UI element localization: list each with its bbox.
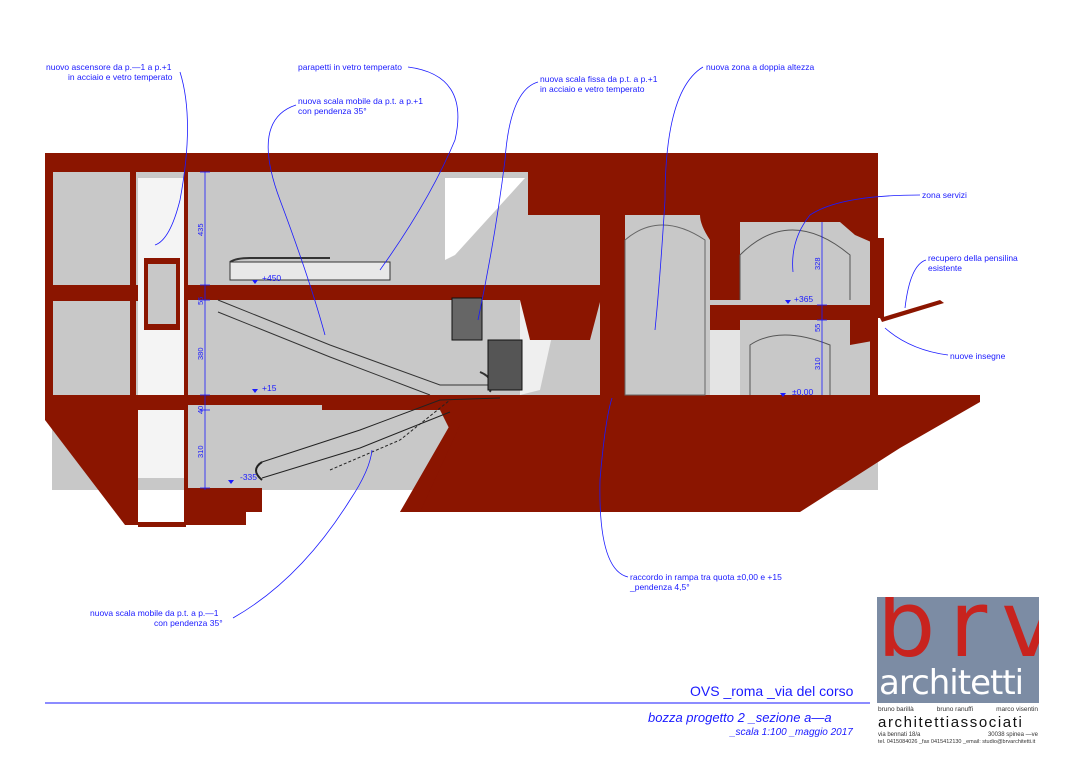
dimension-label: 380 <box>196 347 205 360</box>
void-white <box>710 330 740 395</box>
arch-service <box>739 229 851 300</box>
ground-slab <box>45 395 980 512</box>
level-label: -335 <box>240 472 258 482</box>
dimension-label: 435 <box>196 223 205 236</box>
partner-names: bruno barillà bruno ranuffi marco visent… <box>878 706 1038 713</box>
left-wall <box>45 153 53 401</box>
address-city: 30038 spinea —ve <box>987 732 1038 738</box>
logo-word: architetti <box>879 663 1024 703</box>
shaft-post <box>130 172 136 522</box>
annotation-line: nuovo ascensore da p.—1 a p.+1 <box>46 62 172 72</box>
annotation-line: raccordo in rampa tra quota ±0,00 e +15 <box>630 572 782 582</box>
double-height-frame <box>600 215 625 395</box>
annotation-stair: nuova scala fissa da p.t. a p.+1 in acci… <box>540 74 657 94</box>
stair-fixed <box>451 297 523 391</box>
level-label: +450 <box>262 273 282 283</box>
annotation-escalator-down: nuova scala mobile da p.t. a p.—1 con pe… <box>90 608 223 628</box>
pit <box>138 522 186 527</box>
annotation-line: nuova scala mobile da p.t. a p.+1 <box>298 96 423 106</box>
level-markers <box>228 280 791 484</box>
annotation-parapets: parapetti in vetro temperato <box>298 62 402 72</box>
annotation-double-height: nuova zona a doppia altezza <box>706 62 814 72</box>
studio-name: architettiassociati <box>878 714 1024 731</box>
partner-name: marco visentin <box>996 706 1038 713</box>
annotation-line: recupero della pensilina <box>928 253 1018 263</box>
dimension-label: 55 <box>196 296 205 305</box>
annotation-canopy: recupero della pensilina esistente <box>928 253 1018 273</box>
escalator-down <box>255 397 501 481</box>
dimension-chain <box>200 171 827 490</box>
elevator-cab-inner <box>148 264 176 324</box>
arch-double-height <box>624 224 706 396</box>
canopy <box>880 300 944 322</box>
annotation-line: zona servizi <box>922 190 967 200</box>
annotation-line: in acciaio e vetro temperato <box>68 72 173 82</box>
basement-wall <box>45 410 138 525</box>
dimension-label: 40 <box>196 405 205 414</box>
dimension-label: 55 <box>813 323 822 332</box>
project-title: OVS _roma _via del corso <box>690 683 854 699</box>
address-street: via bennati 18/a <box>878 732 921 738</box>
brv-logo: brv architetti <box>877 597 1039 703</box>
sign-panel <box>878 238 884 318</box>
annotation-line: nuova scala fissa da p.t. a p.+1 <box>540 74 658 84</box>
light-wedge <box>445 178 525 260</box>
annotation-line: nuove insegne <box>950 351 1006 361</box>
studio-address: via bennati 18/a 30038 spinea —ve <box>878 732 1038 738</box>
annotation-signs: nuove insegne <box>950 351 1005 361</box>
annotation-line: con pendenza 35° <box>154 618 223 628</box>
level-label: +365 <box>794 294 814 304</box>
annotation-ramp: raccordo in rampa tra quota ±0,00 e +15 … <box>630 572 782 592</box>
dimension-label: 310 <box>196 445 205 458</box>
roof-slab <box>45 153 878 245</box>
dimension-label: 328 <box>813 257 822 270</box>
annotation-services: zona servizi <box>922 190 967 200</box>
logo-letters: brv <box>877 597 1039 678</box>
arch-ground <box>749 334 831 395</box>
partner-name: bruno barillà <box>878 706 914 713</box>
arch-room-top <box>700 215 740 300</box>
drawing-scale-date: _scala 1:100 _maggio 2017 <box>730 727 853 738</box>
left-ground <box>45 395 138 410</box>
escalator-up <box>217 257 493 396</box>
annotation-line: in acciaio e vetro temperato <box>540 84 645 94</box>
drawing-subtitle: bozza progetto 2 _sezione a—a <box>648 710 832 725</box>
annotation-elevator: nuovo ascensore da p.—1 a p.+1 in acciai… <box>46 62 172 82</box>
studio-contact: tel. 0415084026 _fax 0415412130 _email: … <box>878 739 1036 745</box>
basement-floor <box>186 488 246 525</box>
level-label: +15 <box>262 383 277 393</box>
shaft-post <box>184 172 188 522</box>
annotation-line: con pendenza 35° <box>298 106 367 116</box>
annotation-line: nuova zona a doppia altezza <box>706 62 815 72</box>
level-label: ±0,00 <box>792 387 814 397</box>
partner-name: bruno ranuffi <box>936 706 974 713</box>
right-mezz-slab <box>710 305 878 345</box>
annotation-line: nuova scala mobile da p.t. a p.—1 <box>90 608 219 618</box>
dimension-label: 310 <box>813 357 822 370</box>
left-slab-seg <box>45 285 138 301</box>
annotation-line: parapetti in vetro temperato <box>298 62 402 72</box>
right-wall <box>870 153 878 398</box>
annotation-line: _pendenza 4,5° <box>630 582 690 592</box>
annotation-escalator-up: nuova scala mobile da p.t. a p.+1 con pe… <box>298 96 423 116</box>
annotation-line: esistente <box>928 263 963 273</box>
leader-lines <box>154 66 949 619</box>
